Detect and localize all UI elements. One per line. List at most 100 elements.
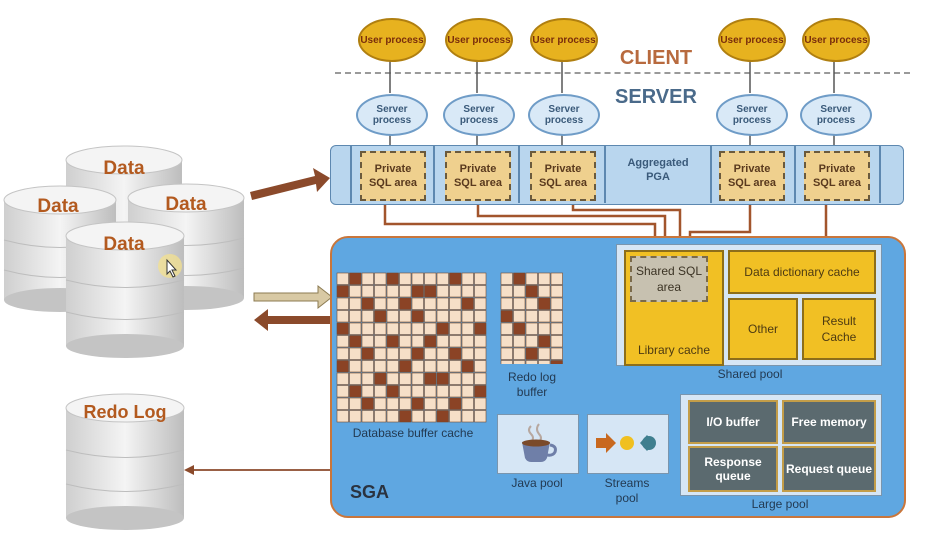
buffer-cache-cell — [399, 372, 412, 385]
io-buffer-box: I/O buffer — [688, 400, 778, 444]
buffer-cache-cell — [374, 385, 387, 398]
buffer-cache-cell — [399, 285, 412, 298]
shared-sql-area-box: Shared SQL area — [630, 256, 708, 302]
buffer-cache-used-cell — [386, 335, 399, 348]
buffer-cache-cell — [424, 310, 437, 323]
result-cache-box: Result Cache — [802, 298, 876, 360]
redo-log-buffer-cell — [500, 297, 513, 310]
buffer-cache-cell — [461, 272, 474, 285]
pga-divider-2 — [433, 145, 435, 203]
buffer-cache-cell — [411, 297, 424, 310]
redo-log-buffer-cell — [500, 285, 513, 298]
buffer-cache-cell — [436, 360, 449, 373]
buffer-cache-cell — [461, 410, 474, 423]
private-sql-area-3: Private SQL area — [530, 151, 596, 201]
buffer-cache-cell — [349, 347, 362, 360]
redo-log-buffer-used-cell — [525, 285, 538, 298]
buffer-cache-used-cell — [399, 360, 412, 373]
redo-log-buffer-cell — [538, 285, 551, 298]
buffer-cache-used-cell — [461, 297, 474, 310]
buffer-cache-cell — [361, 335, 374, 348]
buffer-cache-used-cell — [399, 297, 412, 310]
redo-log-buffer-label: Redo log buffer — [507, 370, 557, 399]
redo-log-buffer-cell — [525, 297, 538, 310]
pga-divider-3 — [518, 145, 520, 203]
data-cylinder-4 — [65, 221, 185, 358]
buffer-cache-cell — [361, 285, 374, 298]
buffer-cache-cell — [336, 272, 349, 285]
buffer-cache-cell — [449, 372, 462, 385]
sga-label: SGA — [350, 482, 390, 502]
redo-log-buffer-used-cell — [513, 272, 526, 285]
buffer-cache-used-cell — [474, 322, 487, 335]
buffer-cache-cell — [411, 360, 424, 373]
buffer-cache-cell — [436, 397, 449, 410]
buffer-cache-cell — [424, 272, 437, 285]
redo-log-label: Redo Log — [83, 402, 167, 422]
redo-log-buffer-cell — [538, 272, 551, 285]
buffer-cache-cell — [361, 310, 374, 323]
buffer-cache-used-cell — [399, 410, 412, 423]
redo-log-buffer-cell — [525, 335, 538, 348]
buffer-cache-cell — [336, 310, 349, 323]
buffer-cache-used-cell — [336, 360, 349, 373]
buffer-cache-cell — [436, 272, 449, 285]
buffer-cache-used-cell — [361, 297, 374, 310]
buffer-cache-cell — [386, 397, 399, 410]
redo-log-buffer-cell — [550, 285, 563, 298]
buffer-cache-cell — [349, 322, 362, 335]
mouse-cursor-icon — [158, 254, 182, 278]
buffer-cache-cell — [474, 310, 487, 323]
buffer-cache-used-cell — [411, 310, 424, 323]
buffer-cache-cell — [374, 285, 387, 298]
redo-log-buffer-used-cell — [513, 322, 526, 335]
buffer-cache-cell — [349, 310, 362, 323]
response-queue-box: Response queue — [688, 446, 778, 492]
buffer-cache-cell — [436, 285, 449, 298]
pga-divider-5 — [710, 145, 712, 203]
buffer-cache-cell — [474, 285, 487, 298]
server-process-2: Server process — [443, 94, 515, 136]
buffer-cache-cell — [474, 410, 487, 423]
redo-log-buffer-cell — [550, 347, 563, 360]
buffer-cache-cell — [461, 335, 474, 348]
buffer-cache-cell — [424, 322, 437, 335]
buffer-cache-cell — [374, 322, 387, 335]
data-label-4: Data — [103, 234, 145, 255]
buffer-cache-cell — [474, 347, 487, 360]
redo-log-buffer-cell — [525, 322, 538, 335]
buffer-cache-used-cell — [424, 372, 437, 385]
data-cylinders — [3, 145, 245, 358]
database-buffer-cache-label: Database buffer cache — [352, 426, 474, 440]
buffer-cache-cell — [361, 272, 374, 285]
buffer-cache-used-cell — [424, 285, 437, 298]
buffer-cache-cell — [461, 347, 474, 360]
buffer-cache-cell — [336, 410, 349, 423]
buffer-cache-cell — [449, 410, 462, 423]
server-process-1: Server process — [356, 94, 428, 136]
data-label-3: Data — [165, 194, 207, 215]
redo-log-buffer-cell — [500, 322, 513, 335]
buffer-cache-cell — [474, 297, 487, 310]
redo-log-buffer-cell — [550, 297, 563, 310]
buffer-cache-cell — [361, 410, 374, 423]
redo-log-buffer-cell — [500, 360, 513, 364]
streams-pool-label: Streams pool — [604, 476, 650, 505]
buffer-cache-cell — [399, 385, 412, 398]
buffer-cache-cell — [386, 285, 399, 298]
buffer-cache-used-cell — [386, 385, 399, 398]
redo-log-buffer-cell — [513, 310, 526, 323]
buffer-cache-used-cell — [461, 360, 474, 373]
private-sql-area-1: Private SQL area — [360, 151, 426, 201]
buffer-cache-used-cell — [386, 272, 399, 285]
buffer-cache-cell — [474, 272, 487, 285]
buffer-cache-cell — [461, 310, 474, 323]
buffer-cache-used-cell — [349, 272, 362, 285]
redo-log-buffer-cell — [550, 272, 563, 285]
buffer-cache-cell — [336, 335, 349, 348]
redo-log-buffer-cell — [513, 297, 526, 310]
buffer-cache-used-cell — [474, 385, 487, 398]
redo-log-buffer-cell — [525, 272, 538, 285]
user-process-1: User process — [358, 18, 426, 62]
buffer-cache-cell — [436, 385, 449, 398]
